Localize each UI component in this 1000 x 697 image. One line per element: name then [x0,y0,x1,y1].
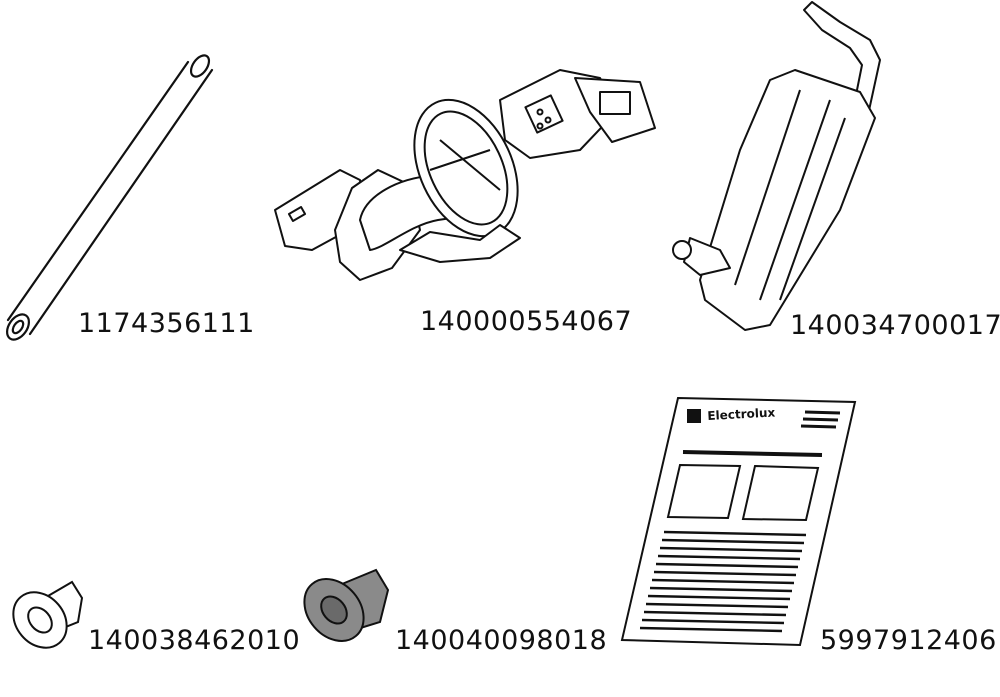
part-number-bracket: 140034700017 [790,310,1000,341]
grey-bushing-illustration [303,568,390,642]
part-number-manual: 5997912406 [820,625,997,656]
tube-illustration [5,54,214,341]
part-number-grey-bushing: 140040098018 [395,625,608,656]
part-number-white-bushing: 140038462010 [88,625,301,656]
white-bushing-illustration [12,580,84,649]
instruction-manual-illustration [620,396,857,647]
part-number-pump-assembly: 140000554067 [420,306,633,337]
bracket-sensor-illustration [672,1,881,331]
part-number-tube: 1174356111 [78,308,255,339]
pump-assembly-illustration [274,69,656,281]
